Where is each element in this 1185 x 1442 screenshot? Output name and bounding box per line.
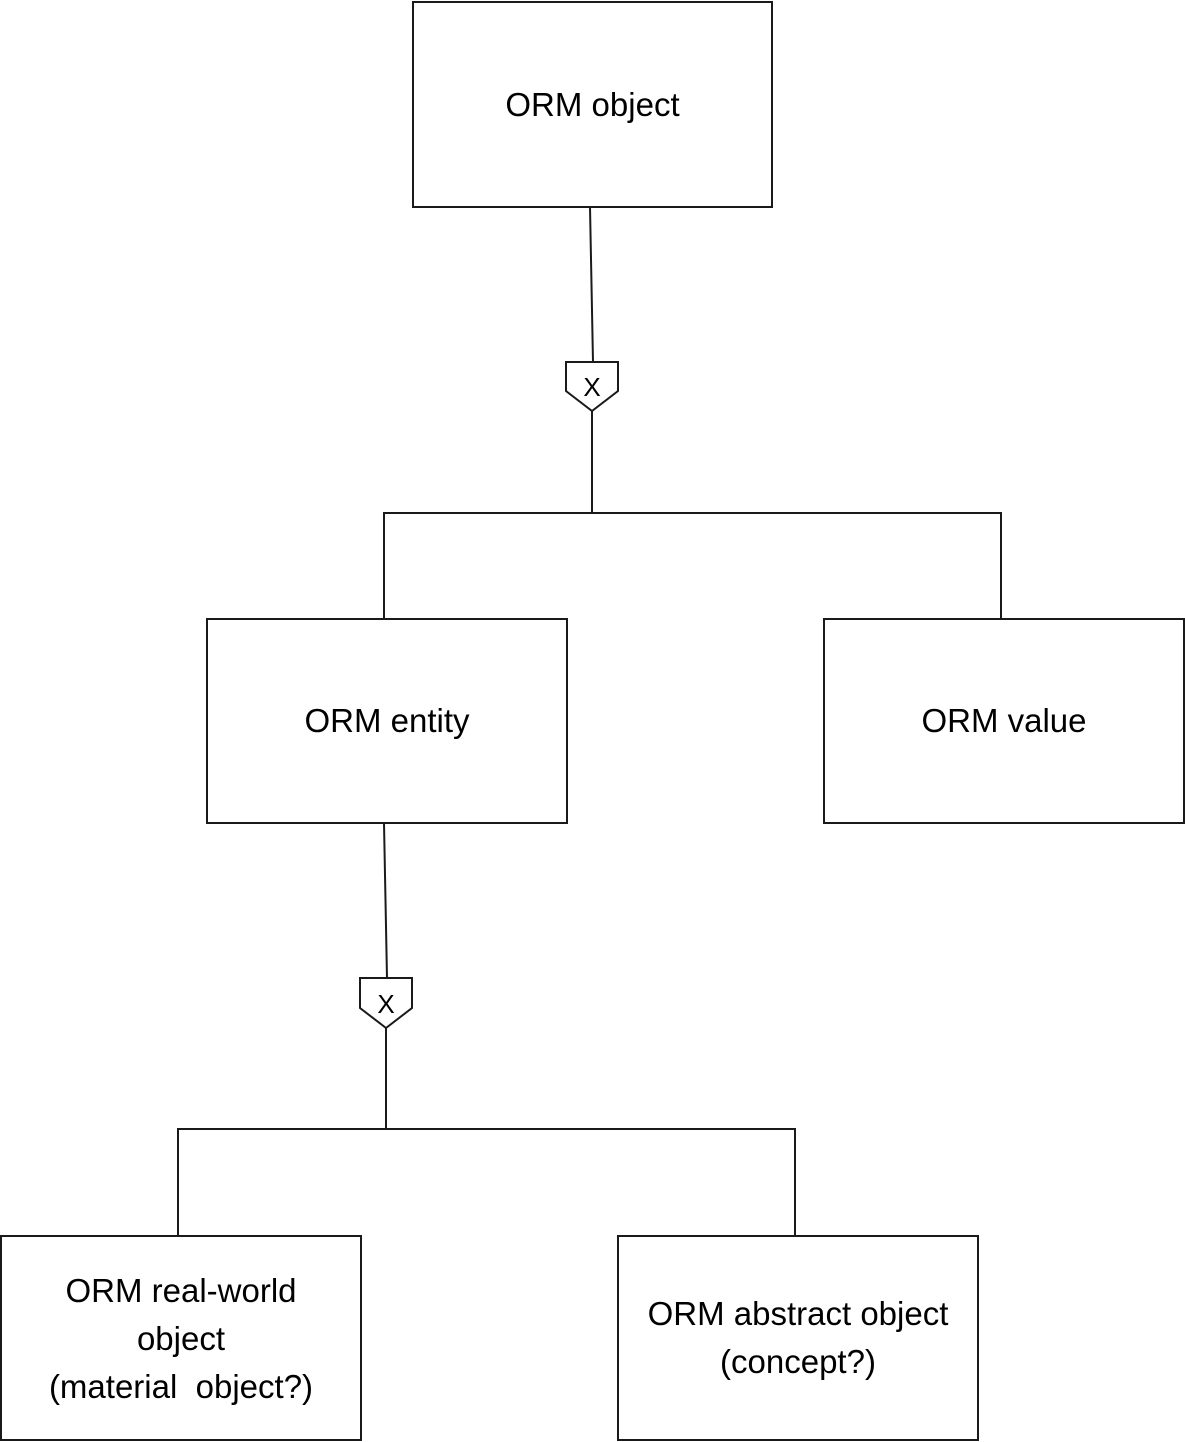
node-orm-real-world-object: ORM real-world object (material object?) bbox=[0, 1235, 362, 1441]
split-bar-top bbox=[383, 512, 1002, 618]
node-label: ORM object bbox=[505, 81, 679, 129]
node-label-line: (material object?) bbox=[48, 1367, 314, 1405]
node-label-line: ORM real-world bbox=[65, 1272, 297, 1310]
node-label-line: ORM entity bbox=[304, 702, 470, 740]
node-orm-abstract-object: ORM abstract object (concept?) bbox=[617, 1235, 979, 1441]
xor-constraint-bottom: X bbox=[359, 977, 413, 1030]
node-orm-object: ORM object bbox=[412, 1, 773, 208]
xor-label-bottom: X bbox=[377, 989, 394, 1019]
node-label: ORM abstract object (concept?) bbox=[648, 1290, 949, 1386]
node-label-line: object bbox=[136, 1320, 226, 1358]
node-label: ORM real-world object (material object?) bbox=[49, 1267, 313, 1411]
node-label: ORM entity bbox=[304, 697, 469, 745]
connector-entity-to-xor bbox=[383, 822, 388, 979]
node-label: ORM value bbox=[921, 697, 1086, 745]
node-label-line: (concept?) bbox=[720, 1343, 876, 1380]
node-label-line: ORM abstract object bbox=[647, 1295, 949, 1333]
connector-object-to-xor bbox=[589, 206, 594, 363]
xor-shape-top bbox=[565, 361, 619, 413]
node-label-line: ORM value bbox=[921, 702, 1087, 740]
xor-constraint-top: X bbox=[565, 361, 619, 413]
node-orm-entity: ORM entity bbox=[206, 618, 568, 824]
node-orm-value: ORM value bbox=[823, 618, 1185, 824]
xor-label-top: X bbox=[583, 372, 600, 402]
split-bar-bottom bbox=[177, 1128, 796, 1235]
xor-shape-bottom bbox=[359, 977, 413, 1030]
node-label-line: ORM object bbox=[505, 85, 680, 123]
